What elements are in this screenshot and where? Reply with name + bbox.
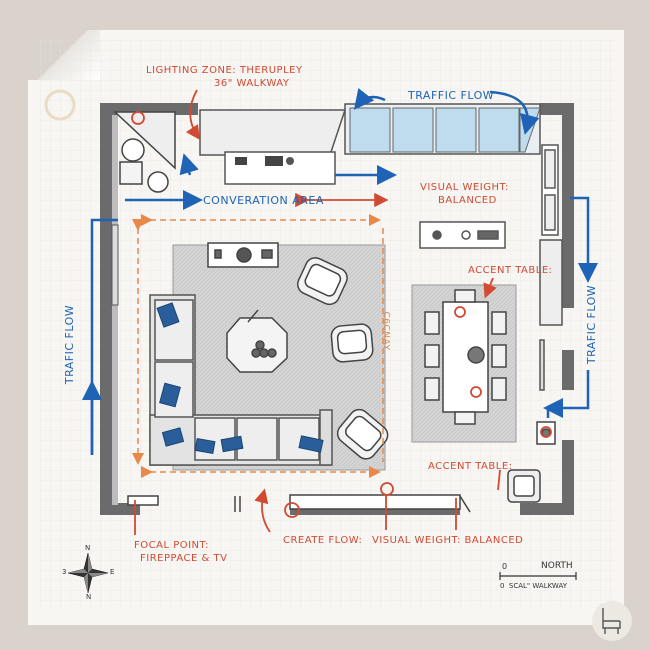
accent-tables xyxy=(507,421,556,503)
scale-zero: 0 xyxy=(502,562,508,571)
walkway-label: 36" WALKWAY xyxy=(214,78,290,89)
traffic-flow-top-label: TRAFFIC FLOW xyxy=(408,89,495,102)
visual-weight-label: VISUAL WEIGHT: xyxy=(420,182,509,193)
corner-armchair xyxy=(113,111,176,193)
visual-weight-bottom-label: VISUAL WEIGHT: BALANCED xyxy=(372,535,524,546)
left-door xyxy=(111,224,119,306)
accent-table-upper-label: ACCENT TABLE: xyxy=(468,265,553,276)
visual-weight-value: BALANCED xyxy=(438,195,497,206)
chair-icon-badge xyxy=(592,601,632,641)
right-wall-shelves xyxy=(539,144,563,391)
sofa-cushions xyxy=(156,302,324,455)
vertical-dimension-label: C6CNAY xyxy=(380,311,391,351)
traffic-flow-arrows xyxy=(82,88,598,455)
annotation-arrows xyxy=(131,89,552,535)
create-flow-label: CREATE FLOW: xyxy=(283,535,363,546)
traffic-flow-right-label: TRAFIC FLOW xyxy=(585,284,599,365)
focal-point-value: FIREPPACE & TV xyxy=(140,553,228,564)
compass-e: E xyxy=(110,568,115,576)
dimension-lines xyxy=(132,214,384,478)
armchairs xyxy=(296,257,389,460)
lighting-zone-label: LIGHTING ZONE: THERUPLEY xyxy=(146,65,303,76)
lighting-zone-cabinet xyxy=(199,109,347,185)
compass-w: 3 xyxy=(62,568,67,576)
scale-bar xyxy=(499,572,577,580)
accent-table-lower-label: ACCENT TABLE: xyxy=(428,461,513,472)
coffee-stain xyxy=(44,89,76,121)
scale-north: NORTH xyxy=(541,561,573,571)
scale-walkway: 0 SCAL" WALKWAY xyxy=(500,582,567,590)
window-strip xyxy=(344,103,541,155)
credenza xyxy=(419,221,506,249)
compass-n-bottom: N xyxy=(86,593,92,601)
fireplace-hearth xyxy=(127,494,471,513)
compass-n-top: N xyxy=(85,544,91,552)
compass-rose-icon xyxy=(67,552,109,594)
traffic-flow-left-label: TRAFIC FLOW xyxy=(63,304,77,385)
coffee-table xyxy=(226,309,288,373)
conversation-area-label: CONVERATION AREA xyxy=(203,194,324,207)
focal-point-label: FOCAL POINT: xyxy=(134,540,209,551)
media-console xyxy=(207,242,279,268)
